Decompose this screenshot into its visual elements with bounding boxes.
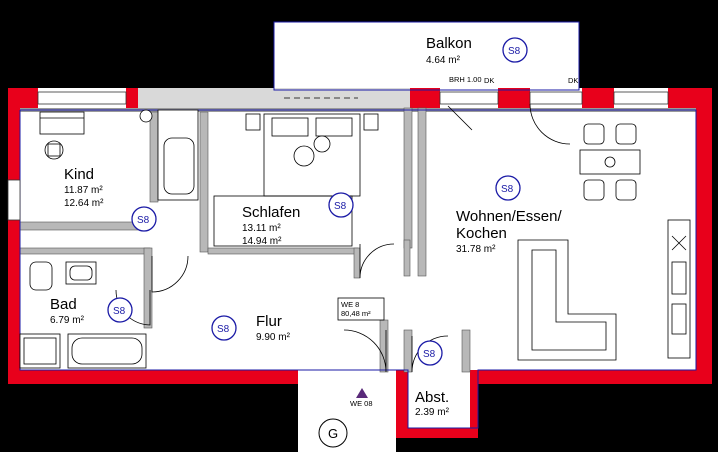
interior-walls: [19, 107, 471, 373]
bad-area: 6.79 m²: [50, 315, 85, 326]
room-outlines: [19, 21, 697, 429]
s8-abst: S8: [423, 349, 436, 360]
bed: [213, 97, 379, 247]
kind-furniture: [39, 109, 199, 201]
unit-label: WE 8: [341, 300, 359, 309]
flur-area: 9.90 m²: [256, 332, 291, 343]
balkon-name: Balkon: [426, 35, 472, 52]
flur-name: Flur: [256, 313, 282, 330]
abst-name: Abst.: [415, 389, 449, 406]
bath-furniture: [19, 261, 147, 369]
stair-label: G: [328, 426, 338, 441]
kind-area-2: 12.64 m²: [64, 198, 104, 209]
entrance-area: [318, 388, 368, 448]
s8-balkon: S8: [508, 46, 521, 57]
wohnen-name-1: Wohnen/Essen/: [456, 208, 562, 225]
s8-wohnen: S8: [501, 184, 514, 195]
wohnen-area: 31.78 m²: [456, 244, 496, 255]
s8-bad: S8: [113, 306, 126, 317]
s8-flur: S8: [217, 324, 230, 335]
bad-name: Bad: [50, 296, 77, 313]
balkon-area: 4.64 m²: [426, 55, 461, 66]
dk-annotation-1: DK: [484, 76, 494, 85]
s8-markers: [107, 37, 528, 366]
schlafen-area-1: 13.11 m²: [242, 223, 281, 234]
kind-name: Kind: [64, 166, 94, 183]
dining-set: [579, 123, 641, 201]
unit-area: 80,48 m²: [341, 309, 371, 318]
unit-info-box: [337, 297, 385, 321]
abst-area: 2.39 m²: [415, 407, 450, 418]
windows: [7, 91, 669, 221]
s8-kind: S8: [137, 215, 150, 226]
kind-area-1: 11.87 m²: [64, 185, 103, 196]
entrance-label: WE 08: [350, 399, 373, 408]
doors: [115, 103, 571, 373]
living-furniture: [517, 219, 691, 361]
brh-annotation: BRH 1.00: [449, 75, 482, 84]
schlafen-name: Schlafen: [242, 204, 300, 221]
s8-schlafen: S8: [334, 201, 347, 212]
dk-annotation-2: DK: [568, 76, 578, 85]
schlafen-area-2: 14.94 m²: [242, 236, 282, 247]
wohnen-name-2: Kochen: [456, 225, 507, 242]
exterior-walls: [8, 88, 712, 438]
